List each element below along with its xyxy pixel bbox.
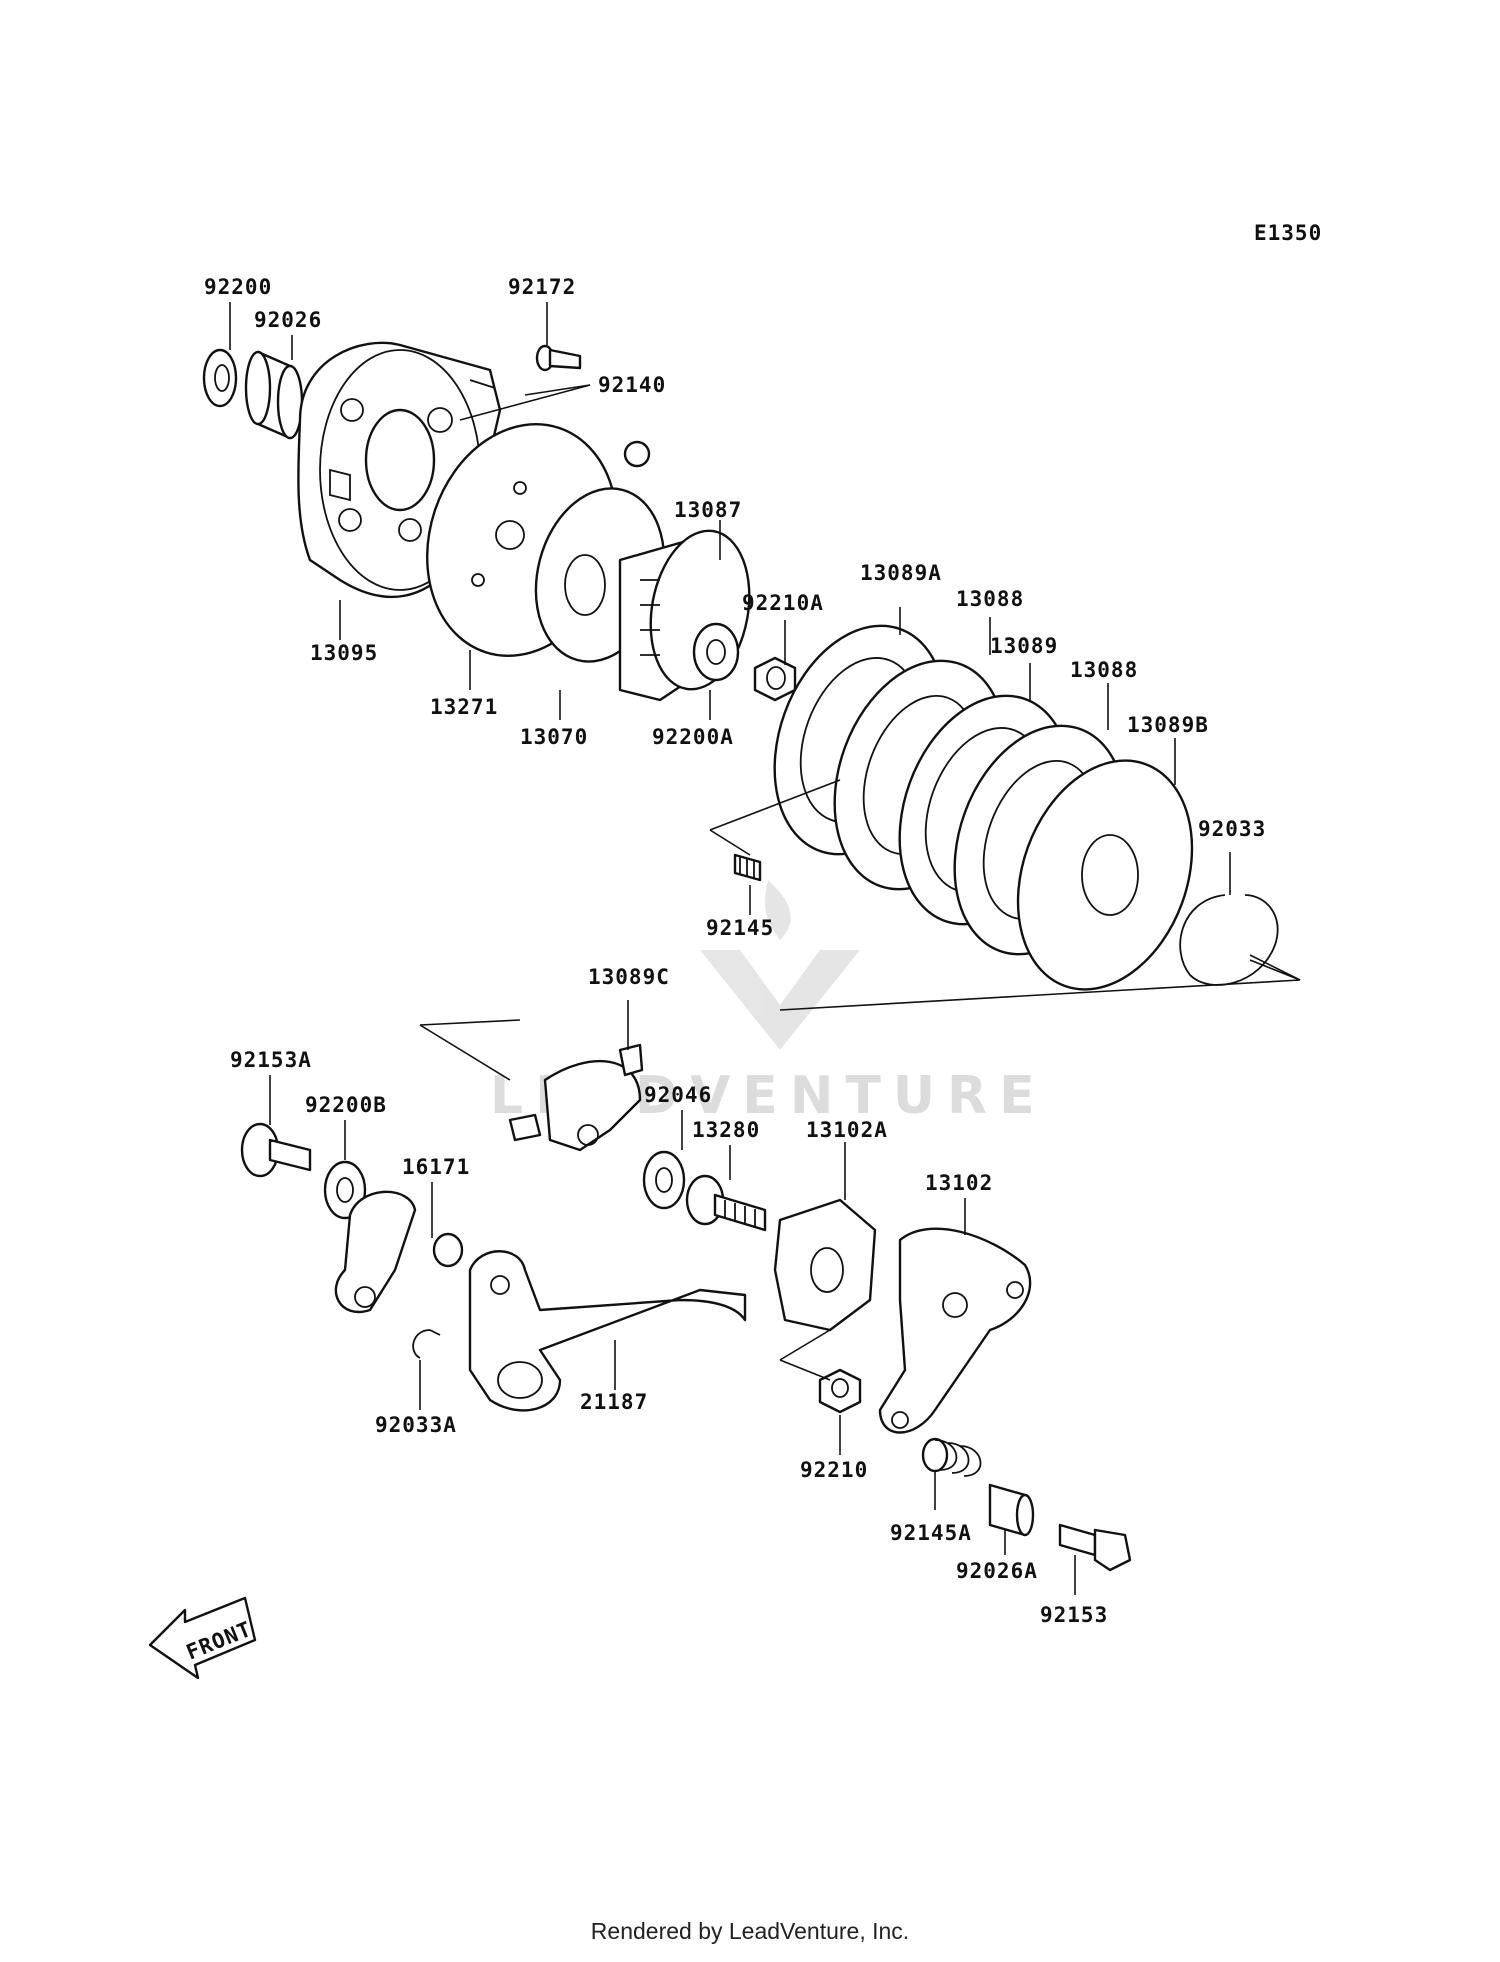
label-92046: 92046 <box>644 1083 712 1107</box>
label-13088-1: 13088 <box>956 587 1024 611</box>
label-92145A: 92145A <box>890 1521 972 1545</box>
release-arm-21187 <box>468 1250 747 1412</box>
label-13070: 13070 <box>520 725 588 749</box>
lever-16171 <box>334 1190 464 1314</box>
label-13102: 13102 <box>925 1171 993 1195</box>
label-92145: 92145 <box>706 916 774 940</box>
bolt-92153A <box>240 1122 312 1178</box>
diagram-code: E1350 <box>1254 221 1322 245</box>
label-92210: 92210 <box>800 1458 868 1482</box>
label-13089A: 13089A <box>860 561 942 585</box>
washer-92200A <box>692 622 740 682</box>
front-arrow-icon: FRONT <box>148 1596 257 1680</box>
cam-13102A <box>773 1198 877 1332</box>
label-92033A: 92033A <box>375 1413 457 1437</box>
washer-92200 <box>202 348 238 408</box>
e-clip-92033A <box>412 1329 441 1359</box>
nut-92210A <box>753 656 797 702</box>
collar-92026A <box>988 1483 1035 1537</box>
spring-92145 <box>733 853 762 882</box>
adjust-bolt-13280 <box>685 1174 767 1232</box>
collar-92026 <box>244 350 304 440</box>
label-13088-2: 13088 <box>1070 658 1138 682</box>
leader-lines <box>229 302 1301 1595</box>
label-13102A: 13102A <box>806 1118 888 1142</box>
label-92172: 92172 <box>508 275 576 299</box>
bolt-92153 <box>1058 1523 1132 1572</box>
label-13089C: 13089C <box>588 965 670 989</box>
label-92153: 92153 <box>1040 1603 1108 1627</box>
label-13089B: 13089B <box>1127 713 1209 737</box>
label-92153A: 92153A <box>230 1048 312 1072</box>
label-92140: 92140 <box>598 373 666 397</box>
spring-92145A <box>921 1437 982 1477</box>
label-92033: 92033 <box>1198 817 1266 841</box>
label-92210A: 92210A <box>742 591 824 615</box>
label-13089: 13089 <box>990 634 1058 658</box>
plug-92140 <box>623 440 651 468</box>
label-13095: 13095 <box>310 641 378 665</box>
label-92200: 92200 <box>204 275 272 299</box>
label-13087: 13087 <box>674 498 742 522</box>
label-92200A: 92200A <box>652 725 734 749</box>
label-92026A: 92026A <box>956 1559 1038 1583</box>
label-21187: 21187 <box>580 1390 648 1414</box>
label-92200B: 92200B <box>305 1093 387 1117</box>
circlip-92033 <box>1179 894 1279 986</box>
screw-92172 <box>535 344 582 372</box>
part-labels: 92200 92026 92172 92140 13087 13089A 130… <box>204 275 1266 1627</box>
nut-92210 <box>818 1368 862 1414</box>
plate-13089C <box>508 1043 644 1152</box>
label-16171: 16171 <box>402 1155 470 1179</box>
label-13271: 13271 <box>430 695 498 719</box>
label-92026: 92026 <box>254 308 322 332</box>
washer-92046 <box>642 1150 686 1210</box>
cam-plate-13102 <box>878 1227 1032 1434</box>
label-13280: 13280 <box>692 1118 760 1142</box>
footer-credit: Rendered by LeadVenture, Inc. <box>590 1918 910 1944</box>
friction-plate-13089B <box>1016 759 1194 991</box>
